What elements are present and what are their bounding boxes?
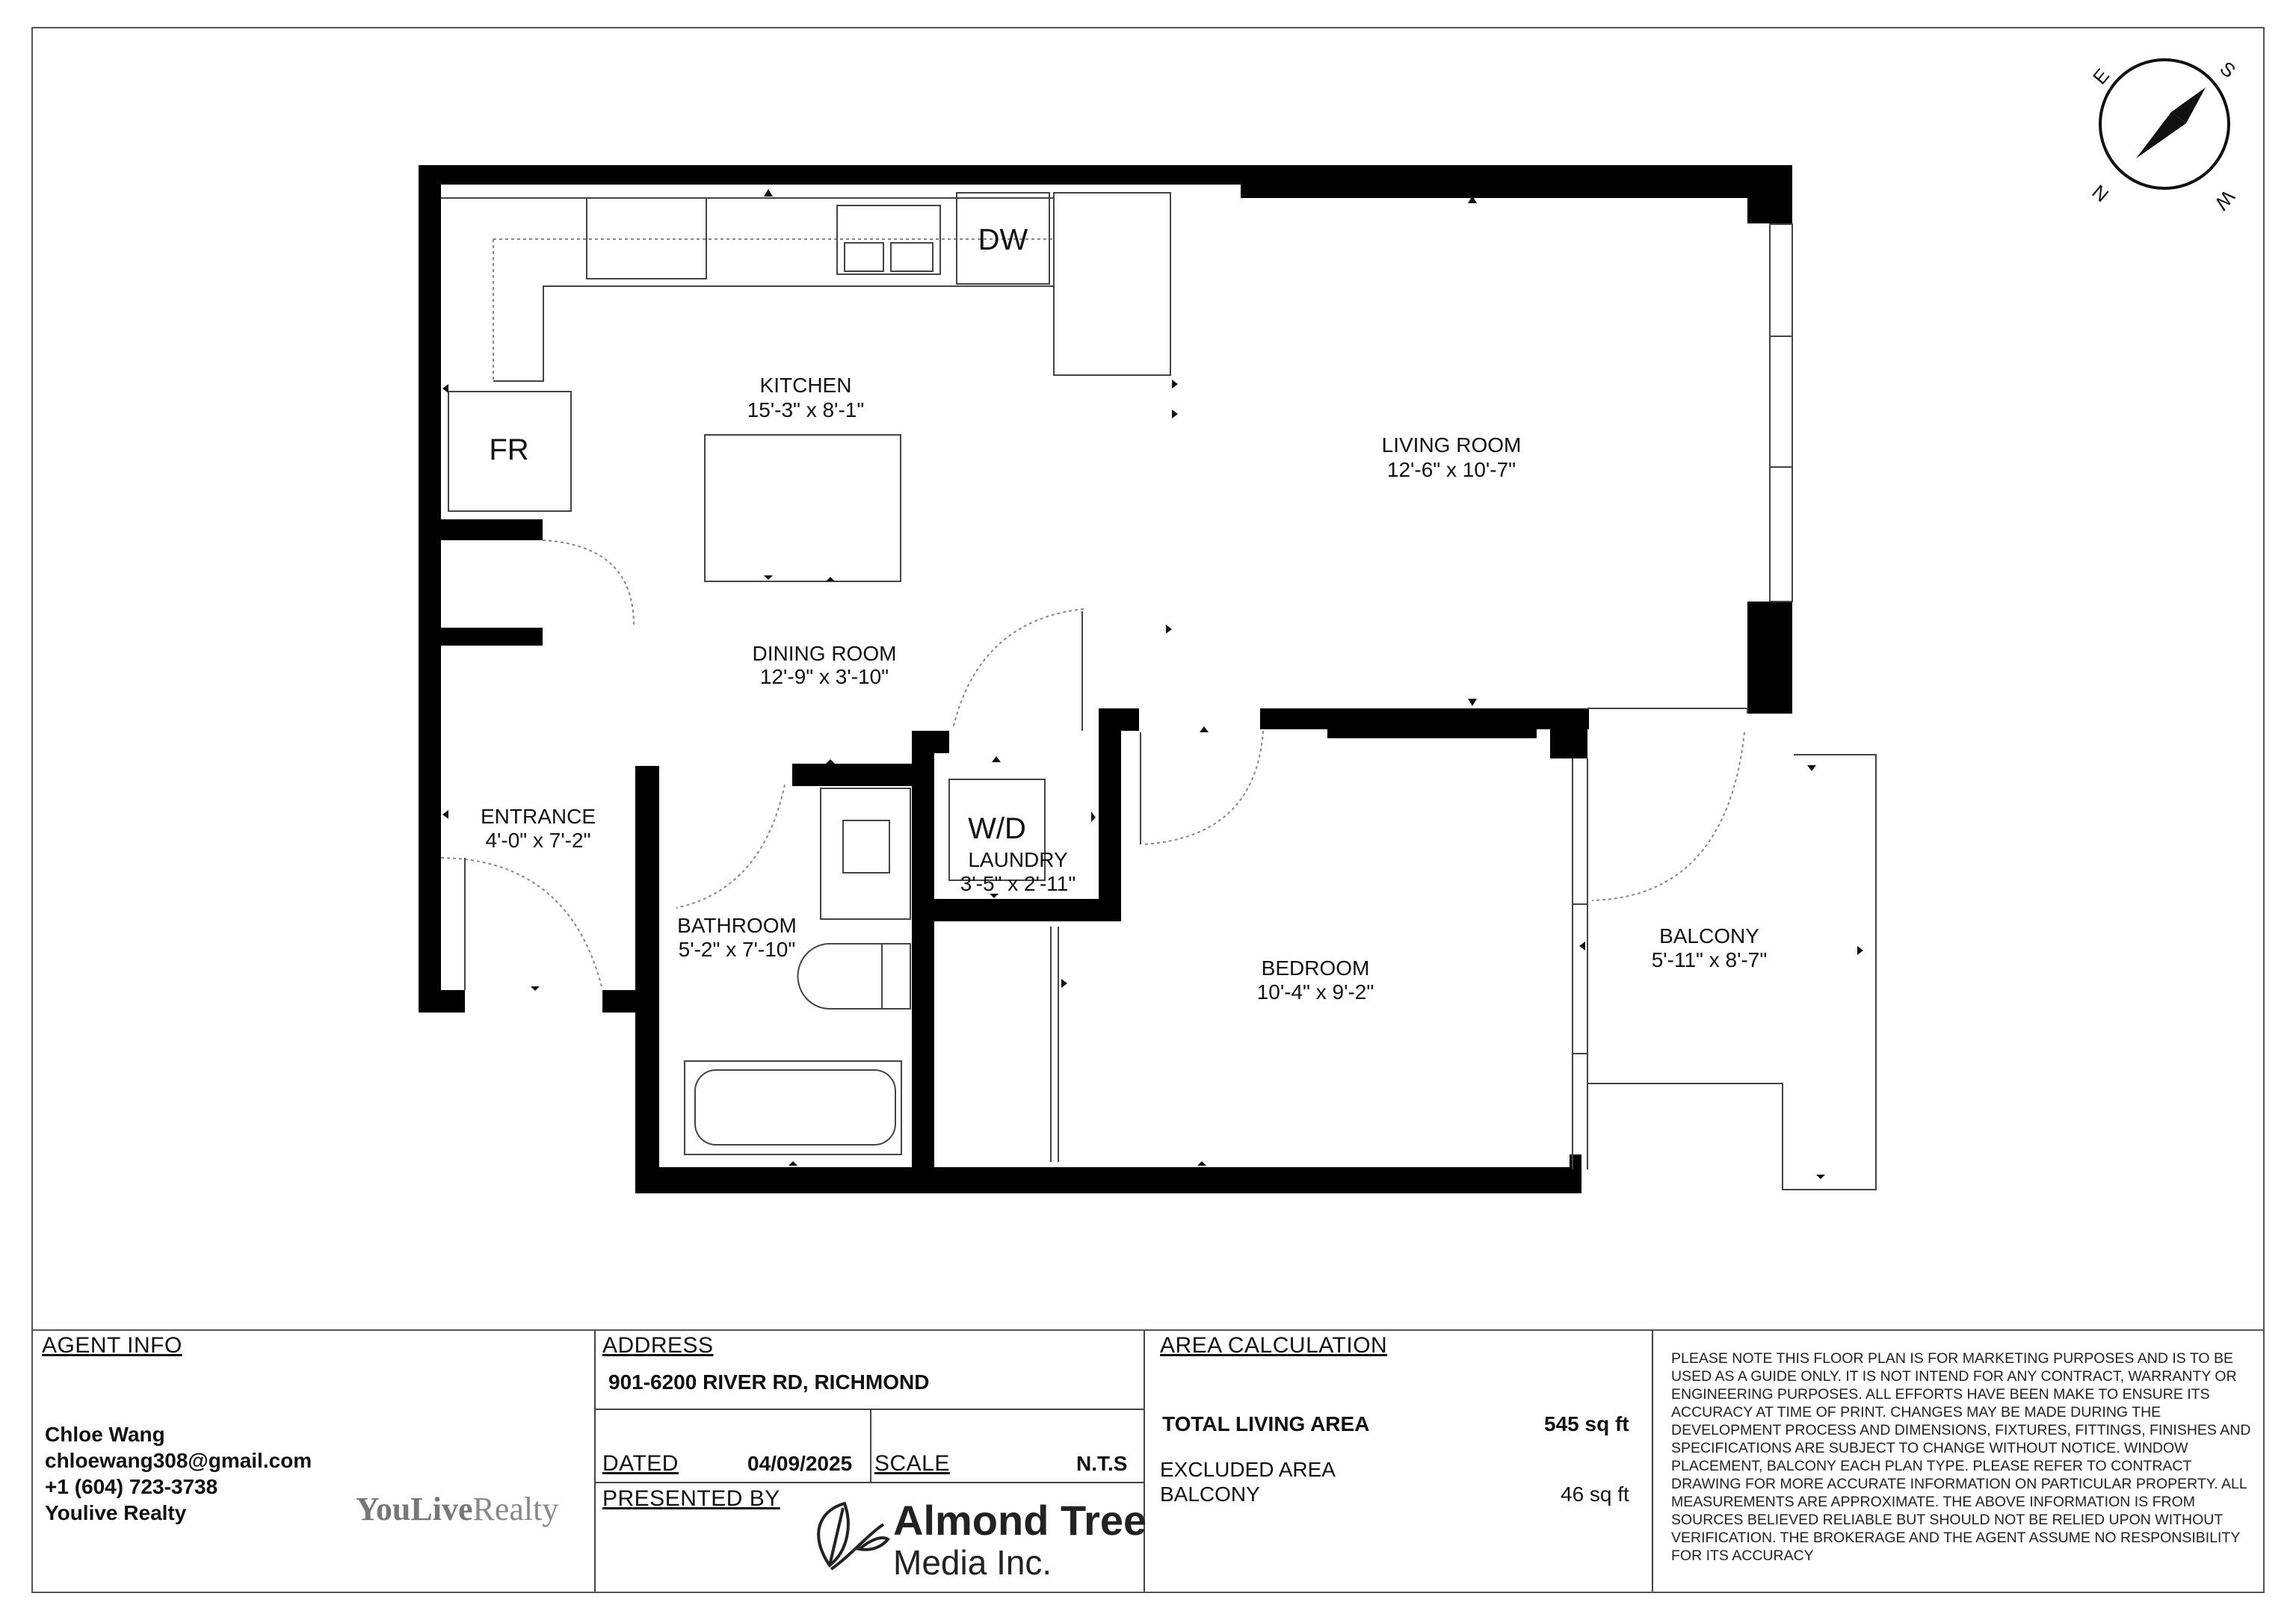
almond-tree-logo-icon	[817, 1501, 890, 1571]
compass-n: N	[2087, 180, 2113, 206]
dining-room-name: DINING ROOM	[753, 642, 897, 665]
compass-s: S	[2216, 57, 2241, 82]
laundry-name: LAUNDRY	[968, 848, 1068, 871]
agent-phone[interactable]: +1 (604) 723-3738	[45, 1475, 218, 1498]
presented-divider	[594, 1482, 1144, 1483]
dimension-markers	[442, 189, 1863, 1179]
dated-label: DATED	[602, 1451, 679, 1476]
address-heading: ADDRESS	[602, 1333, 714, 1358]
bedroom-name: BEDROOM	[1262, 956, 1370, 980]
bathroom-dims: 5'-2" x 7'-10"	[679, 938, 796, 961]
total-living-area-label: TOTAL LIVING AREA	[1162, 1412, 1370, 1435]
agent-name: Chloe Wang	[45, 1423, 165, 1446]
presenter-name-line1: Almond Tree	[893, 1497, 1147, 1544]
disclaimer-text: PLEASE NOTE THIS FLOOR PLAN IS FOR MARKE…	[1671, 1350, 2251, 1564]
living-room-dims: 12'-6" x 10'-7"	[1387, 458, 1516, 481]
divider-2	[1144, 1330, 1145, 1592]
bedroom-dims: 10'-4" x 9'-2"	[1257, 980, 1374, 1004]
bathroom-name: BATHROOM	[677, 914, 797, 937]
area-heading: AREA CALCULATION	[1160, 1333, 1388, 1358]
balcony-name: BALCONY	[1659, 924, 1759, 947]
balcony-dims: 5'-11" x 8'-7"	[1652, 948, 1768, 971]
compass-needle-icon	[2171, 87, 2206, 123]
compass-needle-tail-icon	[2136, 112, 2186, 158]
fixtures	[440, 192, 1877, 1190]
dishwasher-label: DW	[978, 223, 1028, 256]
balcony-area-value: 46 sq ft	[1561, 1483, 1629, 1506]
divider-3	[1652, 1330, 1653, 1592]
dated-value: 04/09/2025	[747, 1452, 853, 1475]
laundry-dims: 3'-5" x 2'-11"	[960, 872, 1076, 895]
compass-ring	[2099, 58, 2230, 190]
page-border	[31, 27, 2265, 1593]
youlive-logo-part2: Realty	[472, 1491, 559, 1527]
living-room-name: LIVING ROOM	[1382, 433, 1522, 457]
scale-value: N.T.S	[1076, 1452, 1128, 1475]
presented-by-label: PRESENTED BY	[602, 1486, 780, 1511]
fridge-label: FR	[489, 433, 528, 466]
agent-company: Youlive Realty	[45, 1501, 187, 1524]
agent-email[interactable]: chloewang308@gmail.com	[45, 1449, 312, 1472]
compass-e: E	[2088, 64, 2114, 89]
compass: E S N W	[2087, 57, 2240, 214]
washer-dryer-label: W/D	[968, 812, 1026, 845]
total-living-area-value: 545 sq ft	[1544, 1412, 1629, 1435]
youlive-logo-part1: YouLive	[356, 1491, 473, 1527]
kitchen-name: KITCHEN	[760, 374, 852, 397]
divider-1	[594, 1330, 596, 1592]
room-labels: KITCHEN 15'-3" x 8'-1" LIVING ROOM 12'-6…	[481, 374, 1767, 1004]
dining-room-dims: 12'-9" x 3'-10"	[760, 665, 889, 688]
address-divider	[594, 1409, 1144, 1410]
scale-divider	[870, 1409, 871, 1482]
balcony-area-label: BALCONY	[1160, 1483, 1260, 1506]
fixture-labels: DW FR W/D	[489, 223, 1028, 845]
scale-label: SCALE	[874, 1451, 950, 1476]
agent-info-heading: AGENT INFO	[42, 1333, 182, 1358]
excluded-area-label: EXCLUDED AREA	[1160, 1458, 1336, 1481]
address-value: 901-6200 RIVER RD, RICHMOND	[608, 1370, 930, 1394]
walls	[419, 165, 1792, 1193]
entrance-name: ENTRANCE	[481, 805, 596, 828]
youlive-logo: YouLiveRealty	[356, 1490, 558, 1528]
compass-w: W	[2210, 186, 2239, 214]
kitchen-dims: 15'-3" x 8'-1"	[747, 398, 865, 421]
presenter-name-line2: Media Inc.	[893, 1543, 1052, 1582]
entrance-dims: 4'-0" x 7'-2"	[485, 829, 590, 852]
